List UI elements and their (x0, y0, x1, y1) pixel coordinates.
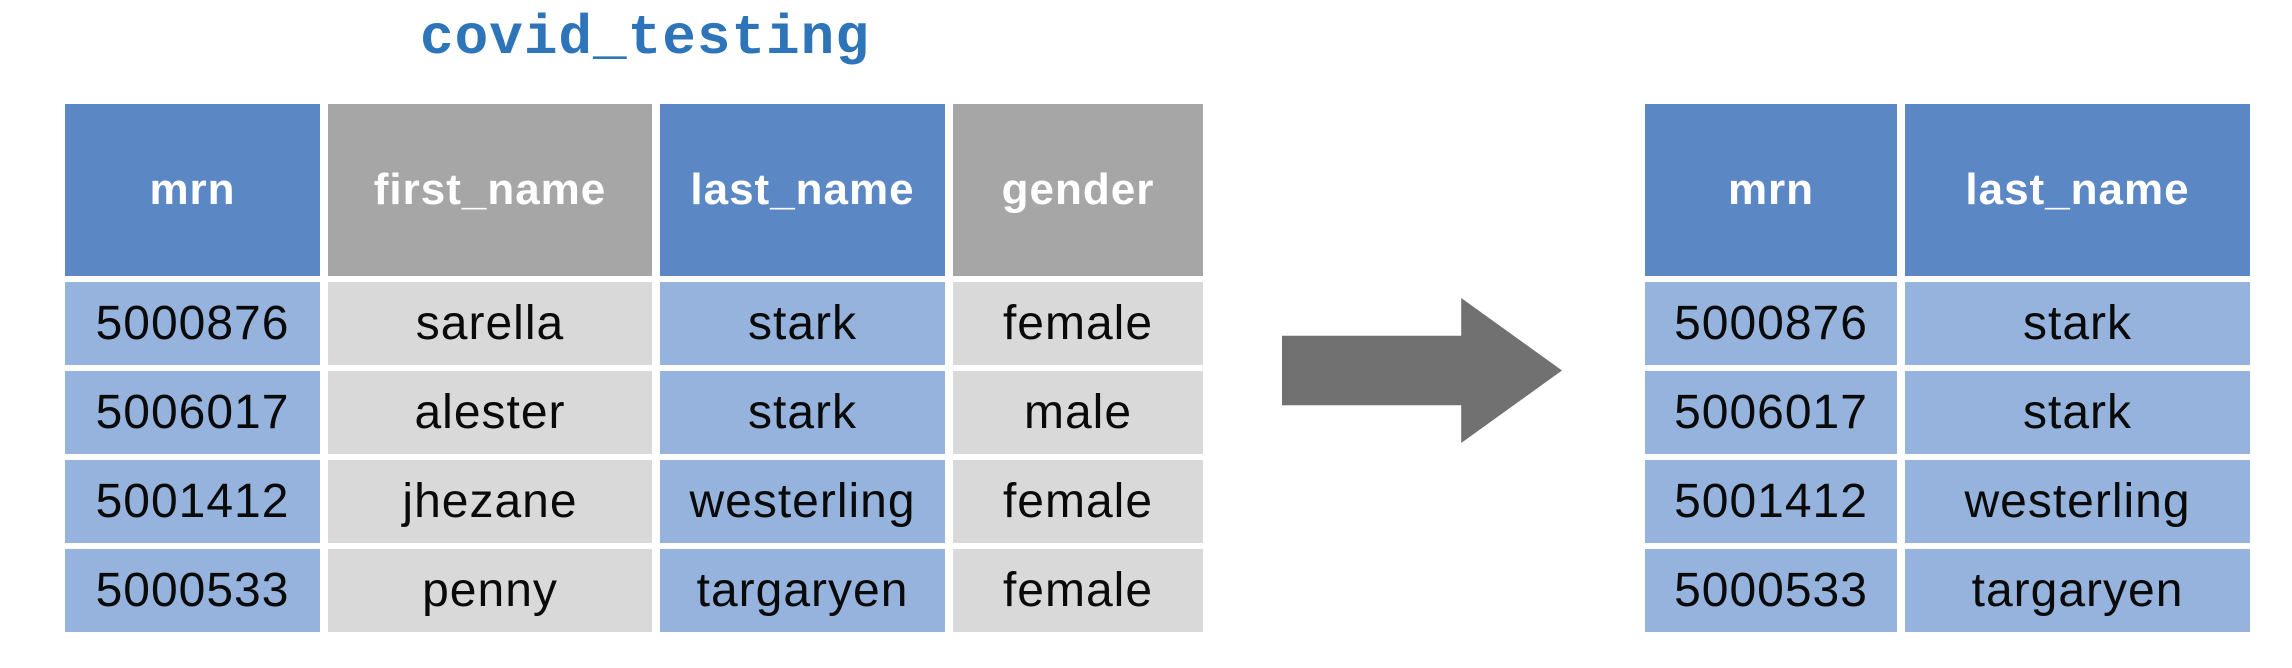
result-cell-last-name-r4: targaryen (1905, 549, 2250, 632)
result-cell-mrn-r2: 5006017 (1645, 371, 1897, 454)
result-cell-mrn-r3: 5001412 (1645, 460, 1897, 543)
result-cell-mrn-r1: 5000876 (1645, 282, 1897, 365)
source-cell-first-name-r3: jhezane (328, 460, 652, 543)
source-cell-gender-r4: female (953, 549, 1203, 632)
source-header-first-name: first_name (328, 104, 652, 276)
arrow-right-icon (1282, 298, 1562, 443)
result-cell-last-name-r2: stark (1905, 371, 2250, 454)
result-table: mrn last_name 5000876 stark 5006017 star… (1645, 104, 2250, 632)
source-cell-mrn-r3: 5001412 (65, 460, 320, 543)
source-cell-gender-r3: female (953, 460, 1203, 543)
source-cell-mrn-r1: 5000876 (65, 282, 320, 365)
source-cell-first-name-r4: penny (328, 549, 652, 632)
source-cell-mrn-r2: 5006017 (65, 371, 320, 454)
result-header-mrn: mrn (1645, 104, 1897, 276)
source-cell-gender-r1: female (953, 282, 1203, 365)
source-header-last-name: last_name (660, 104, 945, 276)
source-cell-first-name-r1: sarella (328, 282, 652, 365)
result-cell-last-name-r1: stark (1905, 282, 2250, 365)
result-cell-last-name-r3: westerling (1905, 460, 2250, 543)
source-cell-mrn-r4: 5000533 (65, 549, 320, 632)
source-header-mrn: mrn (65, 104, 320, 276)
source-cell-gender-r2: male (953, 371, 1203, 454)
source-cell-first-name-r2: alester (328, 371, 652, 454)
result-header-last-name: last_name (1905, 104, 2250, 276)
source-table: mrn first_name last_name gender 5000876 … (65, 104, 1203, 632)
result-cell-mrn-r4: 5000533 (1645, 549, 1897, 632)
source-cell-last-name-r2: stark (660, 371, 945, 454)
source-header-gender: gender (953, 104, 1203, 276)
source-table-title: covid_testing (420, 6, 870, 70)
source-cell-last-name-r4: targaryen (660, 549, 945, 632)
source-cell-last-name-r1: stark (660, 282, 945, 365)
source-cell-last-name-r3: westerling (660, 460, 945, 543)
